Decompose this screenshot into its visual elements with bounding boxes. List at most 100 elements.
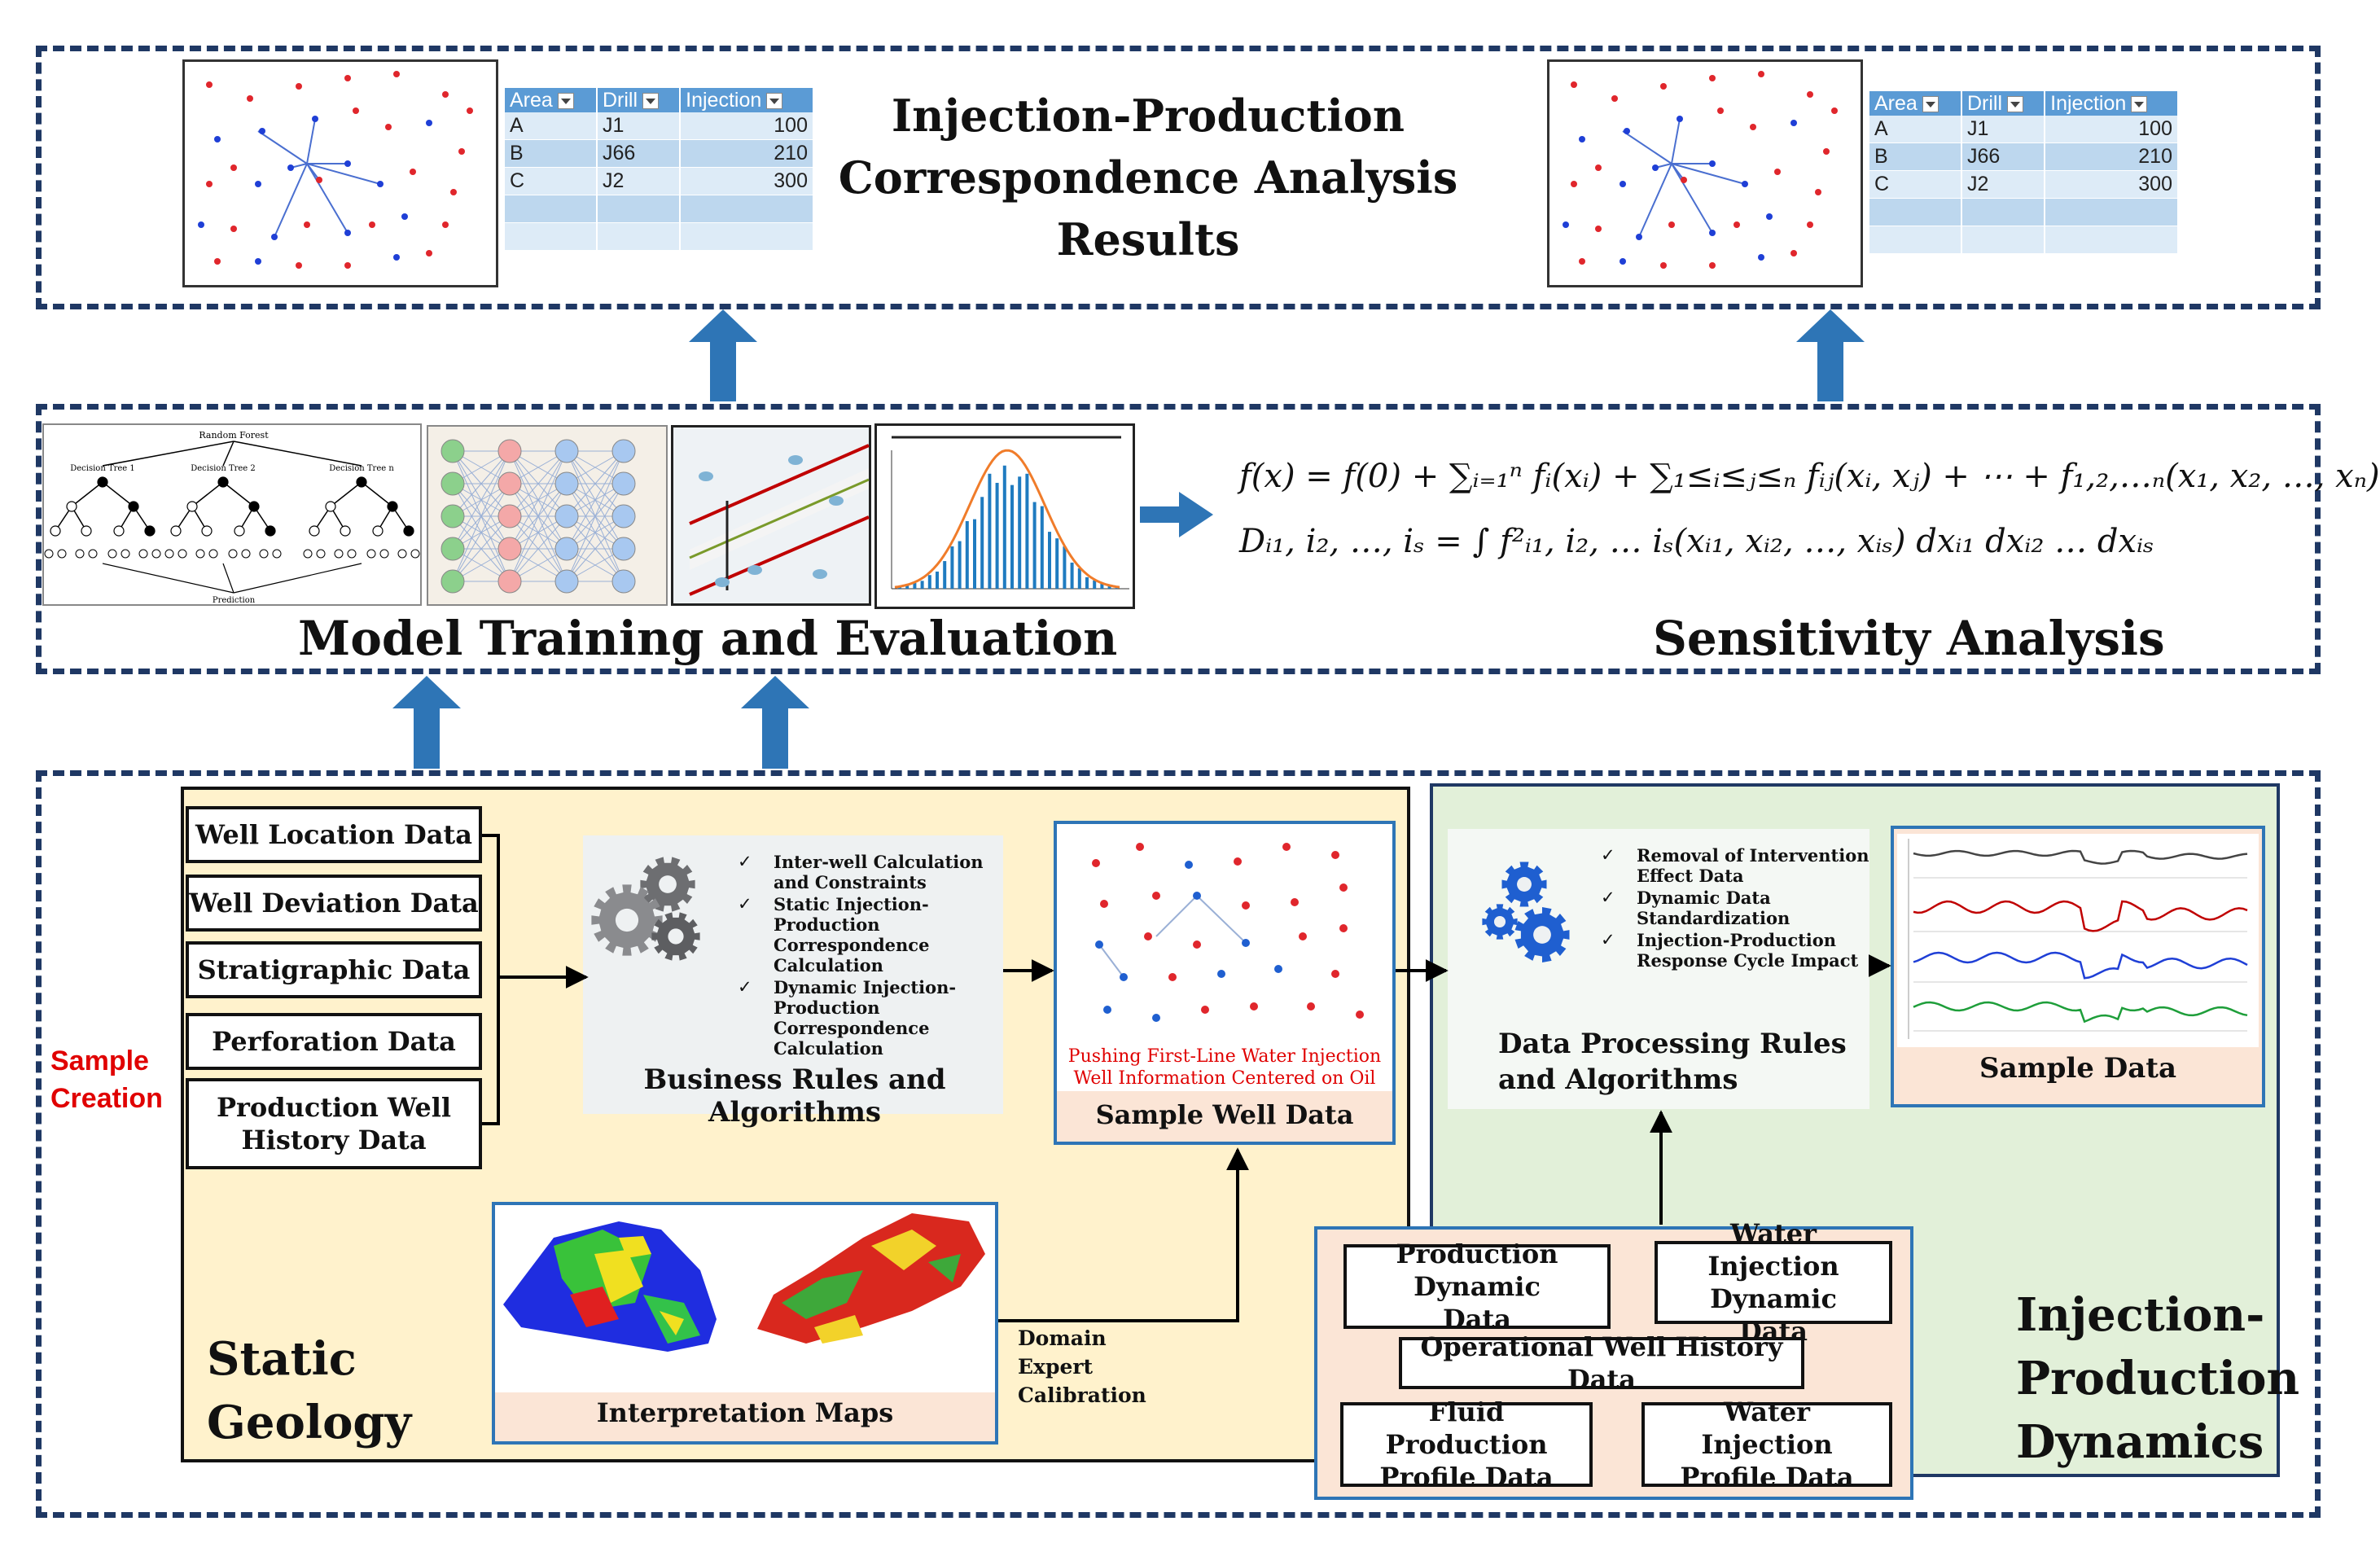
data-processing-title: Data Processing Rules and Algorithms <box>1498 1028 1847 1096</box>
well-point <box>296 83 302 90</box>
well-point <box>426 250 432 256</box>
rf-tree-label: Decision Tree n <box>329 464 394 473</box>
well-point <box>410 169 416 175</box>
hist-bar <box>927 575 931 589</box>
hist-bar <box>1010 484 1014 589</box>
hist-bar <box>920 581 924 589</box>
hist-bar <box>1002 465 1006 589</box>
hist-bar <box>1018 476 1022 589</box>
well-point <box>344 75 351 81</box>
col-injection-label: Injection <box>686 88 762 112</box>
tree-node <box>50 525 61 537</box>
nn-neuron <box>497 504 522 528</box>
hist-bar <box>898 587 901 589</box>
nn-neuron <box>440 537 465 561</box>
well-point <box>1774 169 1781 175</box>
hist-bar <box>943 561 947 589</box>
list-item: Dynamic Data Standardization <box>1601 888 1869 928</box>
well-point <box>1595 164 1602 171</box>
col-drill[interactable]: Drill <box>1961 91 2046 116</box>
hist-bar <box>1063 546 1067 589</box>
well-network-graph <box>198 71 473 269</box>
well-point <box>1709 75 1716 81</box>
tree-node <box>144 525 156 537</box>
list-item: Injection-Production Response Cycle Impa… <box>1601 930 1869 971</box>
filter-dropdown-icon[interactable] <box>2131 95 2148 112</box>
nn-neuron <box>497 569 522 594</box>
hist-bar <box>1025 473 1029 589</box>
hist-bar <box>1055 538 1059 589</box>
svm-image <box>671 425 871 606</box>
list-item: Removal of Intervention Effect Data <box>1601 845 1869 886</box>
nn-edge <box>509 450 568 517</box>
well-point <box>316 177 322 183</box>
nn-edge <box>452 515 511 582</box>
filter-dropdown-icon[interactable] <box>2007 95 2024 112</box>
well-point <box>304 221 310 228</box>
sample-well-title: Sample Well Data <box>1095 1099 1354 1130</box>
well-point <box>344 230 351 236</box>
interpretation-maps-title: Interpretation Maps <box>596 1397 894 1428</box>
svm-point <box>788 455 803 465</box>
hist-bar <box>936 571 939 589</box>
well-point <box>1652 164 1659 171</box>
random-forest-diagram: Random Forest Decision Tree 1 Decision T… <box>44 430 420 605</box>
static-geology-label: Static Geology <box>207 1332 412 1449</box>
well-point <box>1563 221 1569 228</box>
list-item: Dynamic Injection-Production Corresponde… <box>738 977 1006 1059</box>
production-dynamic-box: Production Dynamic Data <box>1343 1239 1611 1335</box>
link-line <box>306 163 348 234</box>
svm-point <box>747 565 762 575</box>
filter-dropdown-icon[interactable] <box>557 92 574 109</box>
sample-well-title-band <box>1057 1091 1392 1142</box>
tree-edge <box>71 481 103 507</box>
well-point <box>1717 107 1724 114</box>
tree-node <box>325 501 336 512</box>
neural-network-image <box>427 425 668 606</box>
list-item: Static Injection-Production Corresponden… <box>738 894 1006 975</box>
link-line <box>1622 130 1672 164</box>
well-point <box>198 221 204 228</box>
well-point <box>206 181 213 187</box>
well-point <box>369 221 375 228</box>
nn-edge <box>452 450 511 517</box>
well-point <box>1681 177 1687 183</box>
col-injection[interactable]: Injection <box>680 88 814 112</box>
tree-node <box>340 525 351 537</box>
well-point <box>1758 71 1764 77</box>
link-line <box>1638 163 1672 238</box>
hist-bar <box>1107 585 1111 589</box>
link-line <box>1671 118 1681 164</box>
svm-point <box>699 471 713 481</box>
hist-bar <box>995 482 999 589</box>
col-area[interactable]: Area <box>1869 91 1962 116</box>
col-injection[interactable]: Injection <box>2045 91 2179 116</box>
col-drill[interactable]: Drill <box>596 88 682 112</box>
tree-node <box>217 476 229 488</box>
well-point <box>287 164 294 171</box>
nn-neuron <box>611 471 636 496</box>
filter-dropdown-icon[interactable] <box>1922 95 1939 112</box>
tree-node <box>403 525 414 537</box>
col-injection-label: Injection <box>2050 91 2127 115</box>
col-area[interactable]: Area <box>505 88 598 112</box>
well-point <box>296 262 302 269</box>
well-point <box>442 91 449 98</box>
well-point <box>1790 120 1797 126</box>
nn-edge <box>509 450 568 582</box>
nn-edge <box>566 515 625 582</box>
well-point <box>1595 226 1602 232</box>
nn-edge <box>509 450 568 550</box>
well-point <box>1831 107 1838 114</box>
filter-dropdown-icon[interactable] <box>766 92 783 109</box>
nn-neuron <box>440 569 465 594</box>
hist-bar <box>980 497 984 589</box>
filter-dropdown-icon[interactable] <box>642 92 660 109</box>
well-point <box>1709 230 1716 236</box>
well-point <box>312 116 318 122</box>
well-point <box>1742 181 1748 187</box>
tree-leaf <box>107 549 117 559</box>
nn-neuron <box>440 439 465 463</box>
well-point <box>1620 258 1626 265</box>
